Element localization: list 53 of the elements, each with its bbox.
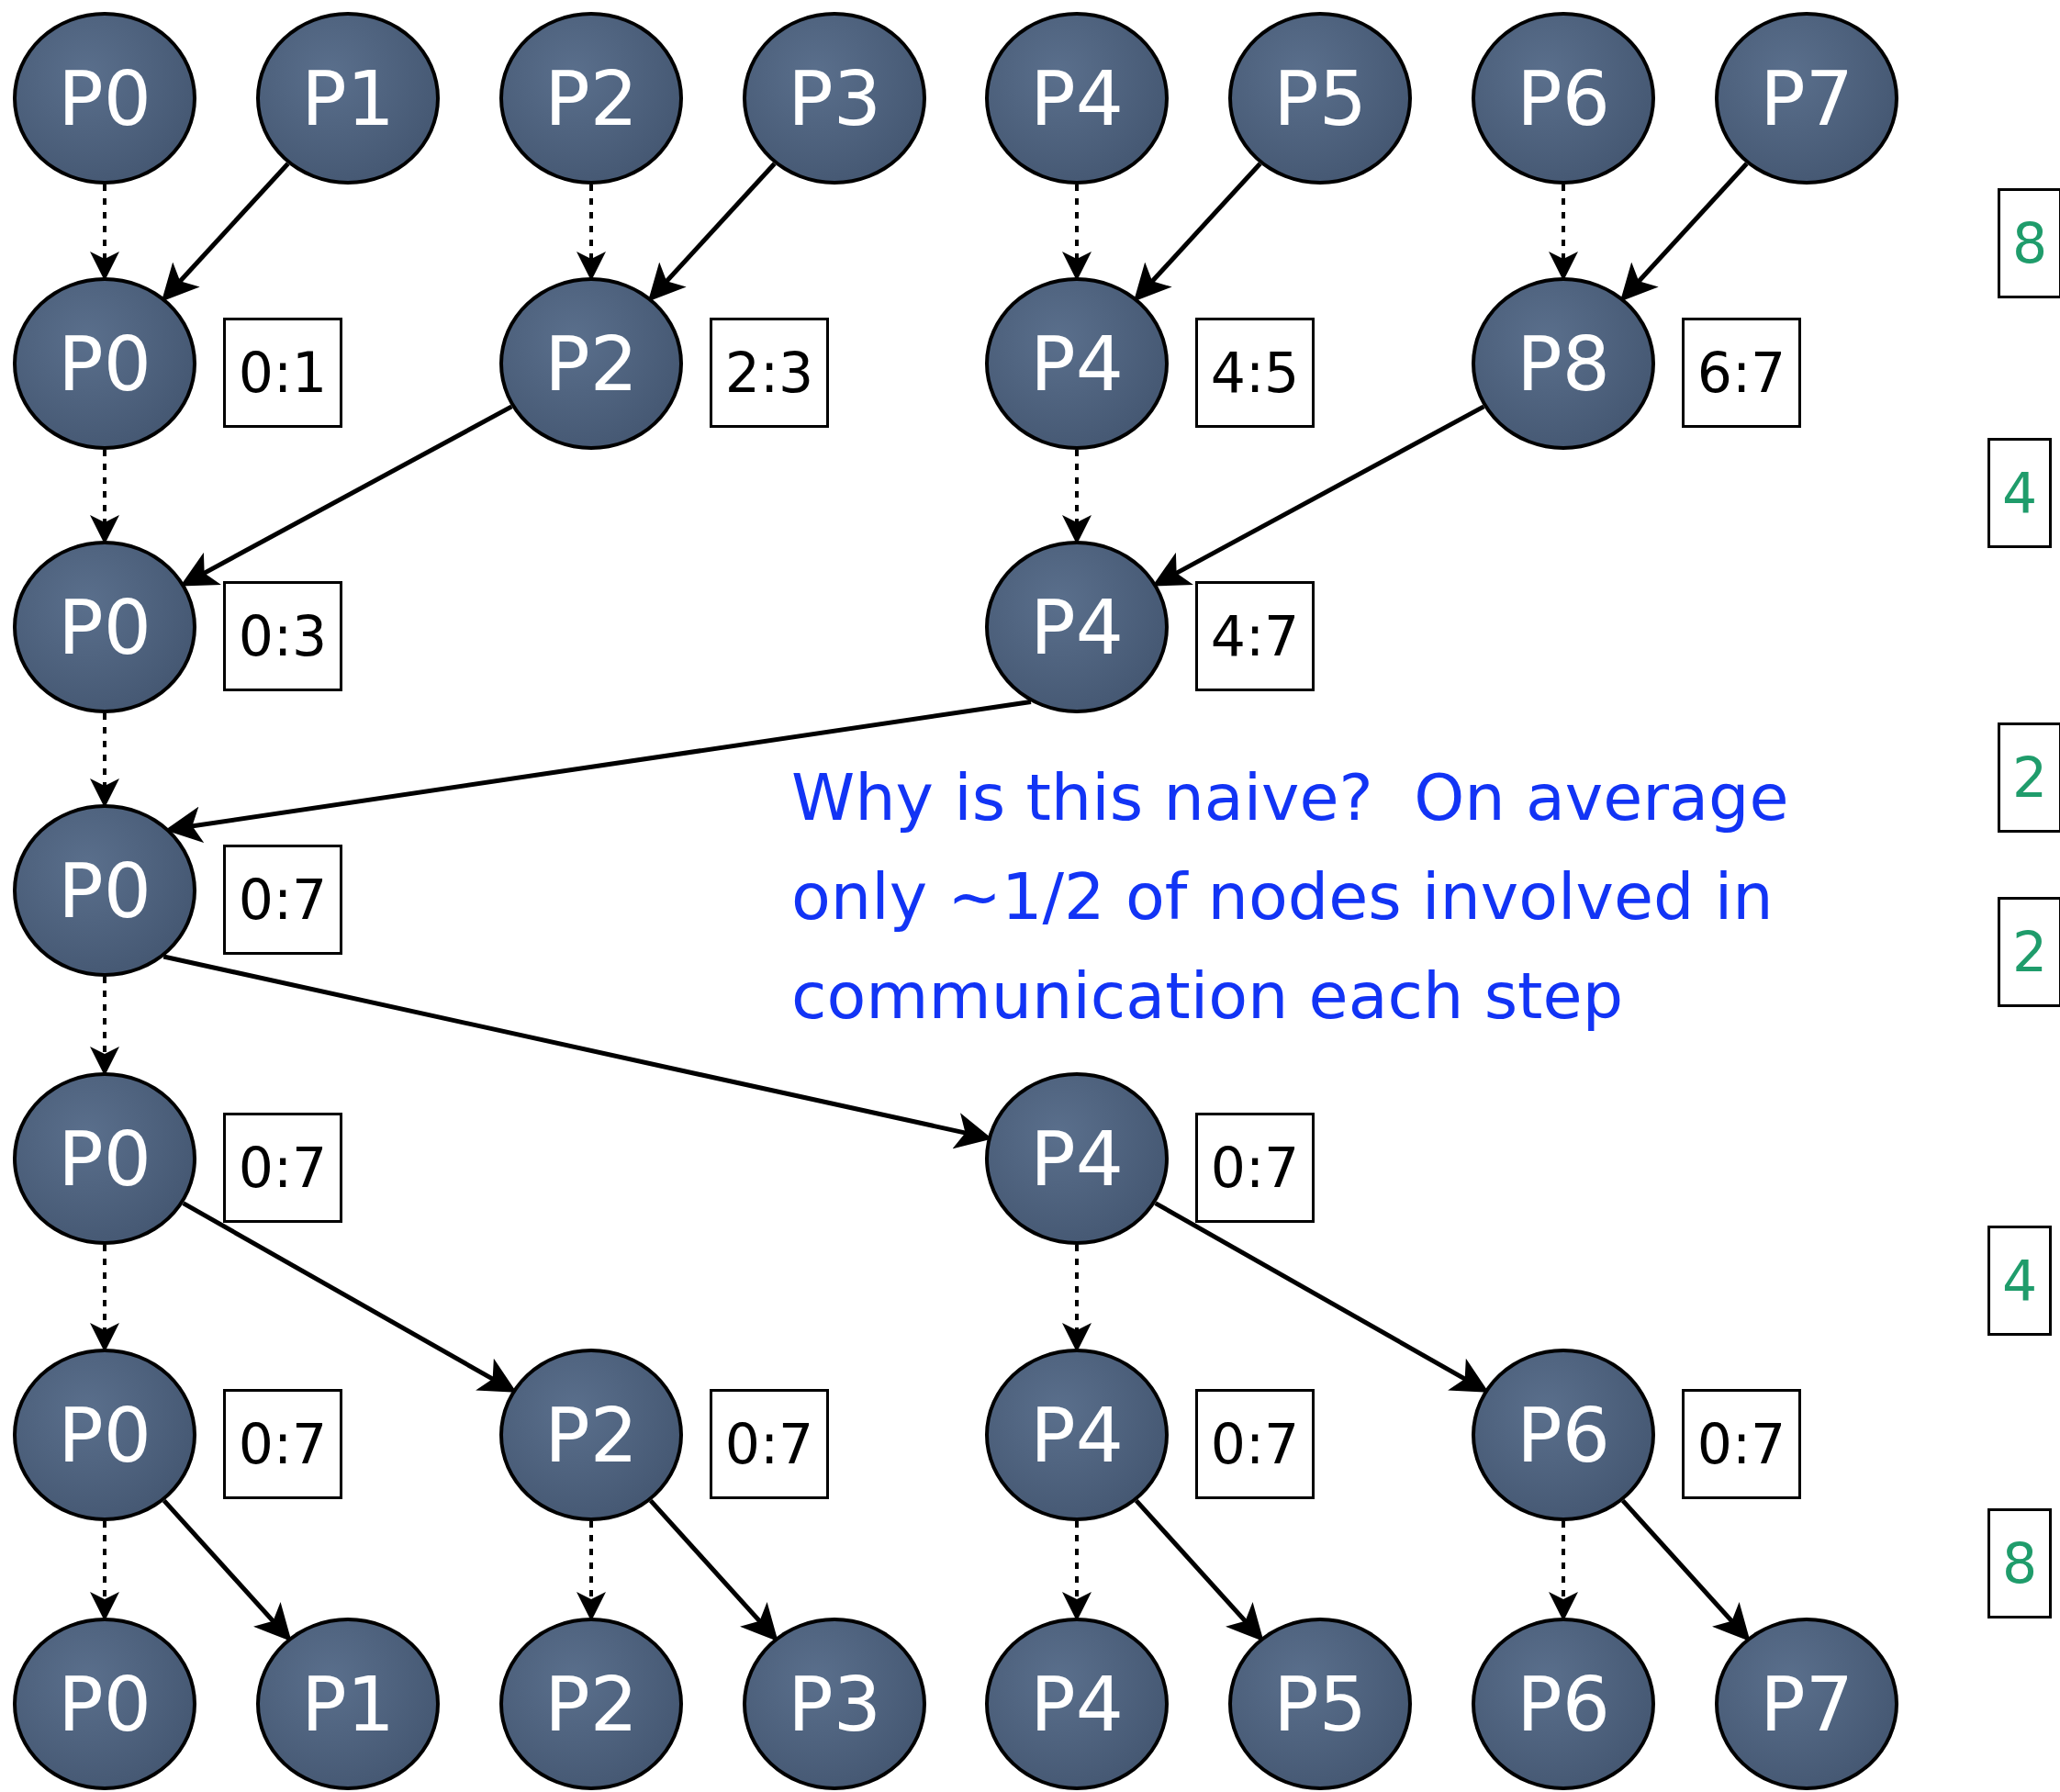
process-circle: P4 (985, 12, 1169, 185)
count-box: 2 (1998, 897, 2060, 1007)
range-label-box: 6:7 (1682, 318, 1801, 428)
process-circle: P6 (1472, 1618, 1655, 1790)
process-circle: P0 (13, 541, 196, 713)
process-circle: P6 (1472, 12, 1655, 185)
process-circle: P7 (1715, 12, 1898, 185)
arrow (647, 162, 777, 302)
process-circle: P0 (13, 12, 196, 185)
range-label-box: 2:3 (710, 318, 829, 428)
process-circle: P2 (499, 12, 683, 185)
range-label-box: 0:3 (223, 581, 342, 691)
count-box: 8 (1998, 188, 2060, 298)
count-box: 4 (1987, 438, 2052, 548)
process-circle: P5 (1228, 12, 1412, 185)
process-circle: P0 (13, 1618, 196, 1790)
range-label-box: 4:7 (1195, 581, 1315, 691)
count-box: 8 (1987, 1508, 2052, 1618)
process-circle: P2 (499, 1349, 683, 1521)
arrow (161, 162, 290, 302)
range-label-box: 0:7 (223, 845, 342, 955)
process-circle: P0 (13, 804, 196, 977)
process-circle: P0 (13, 277, 196, 450)
process-circle: P3 (743, 12, 926, 185)
note-text: Why is this naive? On average only ~1/2 of nodes involved in communication each step (791, 759, 1790, 1036)
range-label-box: 0:7 (1682, 1389, 1801, 1499)
count-box: 2 (1998, 722, 2060, 833)
range-label-box: 0:7 (1195, 1113, 1315, 1223)
arrow (1619, 162, 1749, 302)
process-circle: P2 (499, 1618, 683, 1790)
process-circle: P8 (1472, 277, 1655, 450)
count-box: 4 (1987, 1226, 2052, 1336)
process-circle: P4 (985, 1618, 1169, 1790)
range-label-box: 0:7 (223, 1389, 342, 1499)
process-circle: P0 (13, 1349, 196, 1521)
process-circle: P5 (1228, 1618, 1412, 1790)
process-circle: P1 (256, 12, 440, 185)
range-label-box: 0:7 (710, 1389, 829, 1499)
process-circle: P4 (985, 277, 1169, 450)
range-label-box: 0:1 (223, 318, 342, 428)
process-circle: P2 (499, 277, 683, 450)
range-label-box: 4:5 (1195, 318, 1315, 428)
process-circle: P7 (1715, 1618, 1898, 1790)
process-circle: P6 (1472, 1349, 1655, 1521)
process-circle: P4 (985, 1072, 1169, 1245)
process-circle: P0 (13, 1072, 196, 1245)
arrow (1133, 162, 1262, 302)
process-circle: P4 (985, 541, 1169, 713)
range-label-box: 0:7 (223, 1113, 342, 1223)
process-circle: P4 (985, 1349, 1169, 1521)
process-circle: P3 (743, 1618, 926, 1790)
range-label-box: 0:7 (1195, 1389, 1315, 1499)
process-circle: P1 (256, 1618, 440, 1790)
